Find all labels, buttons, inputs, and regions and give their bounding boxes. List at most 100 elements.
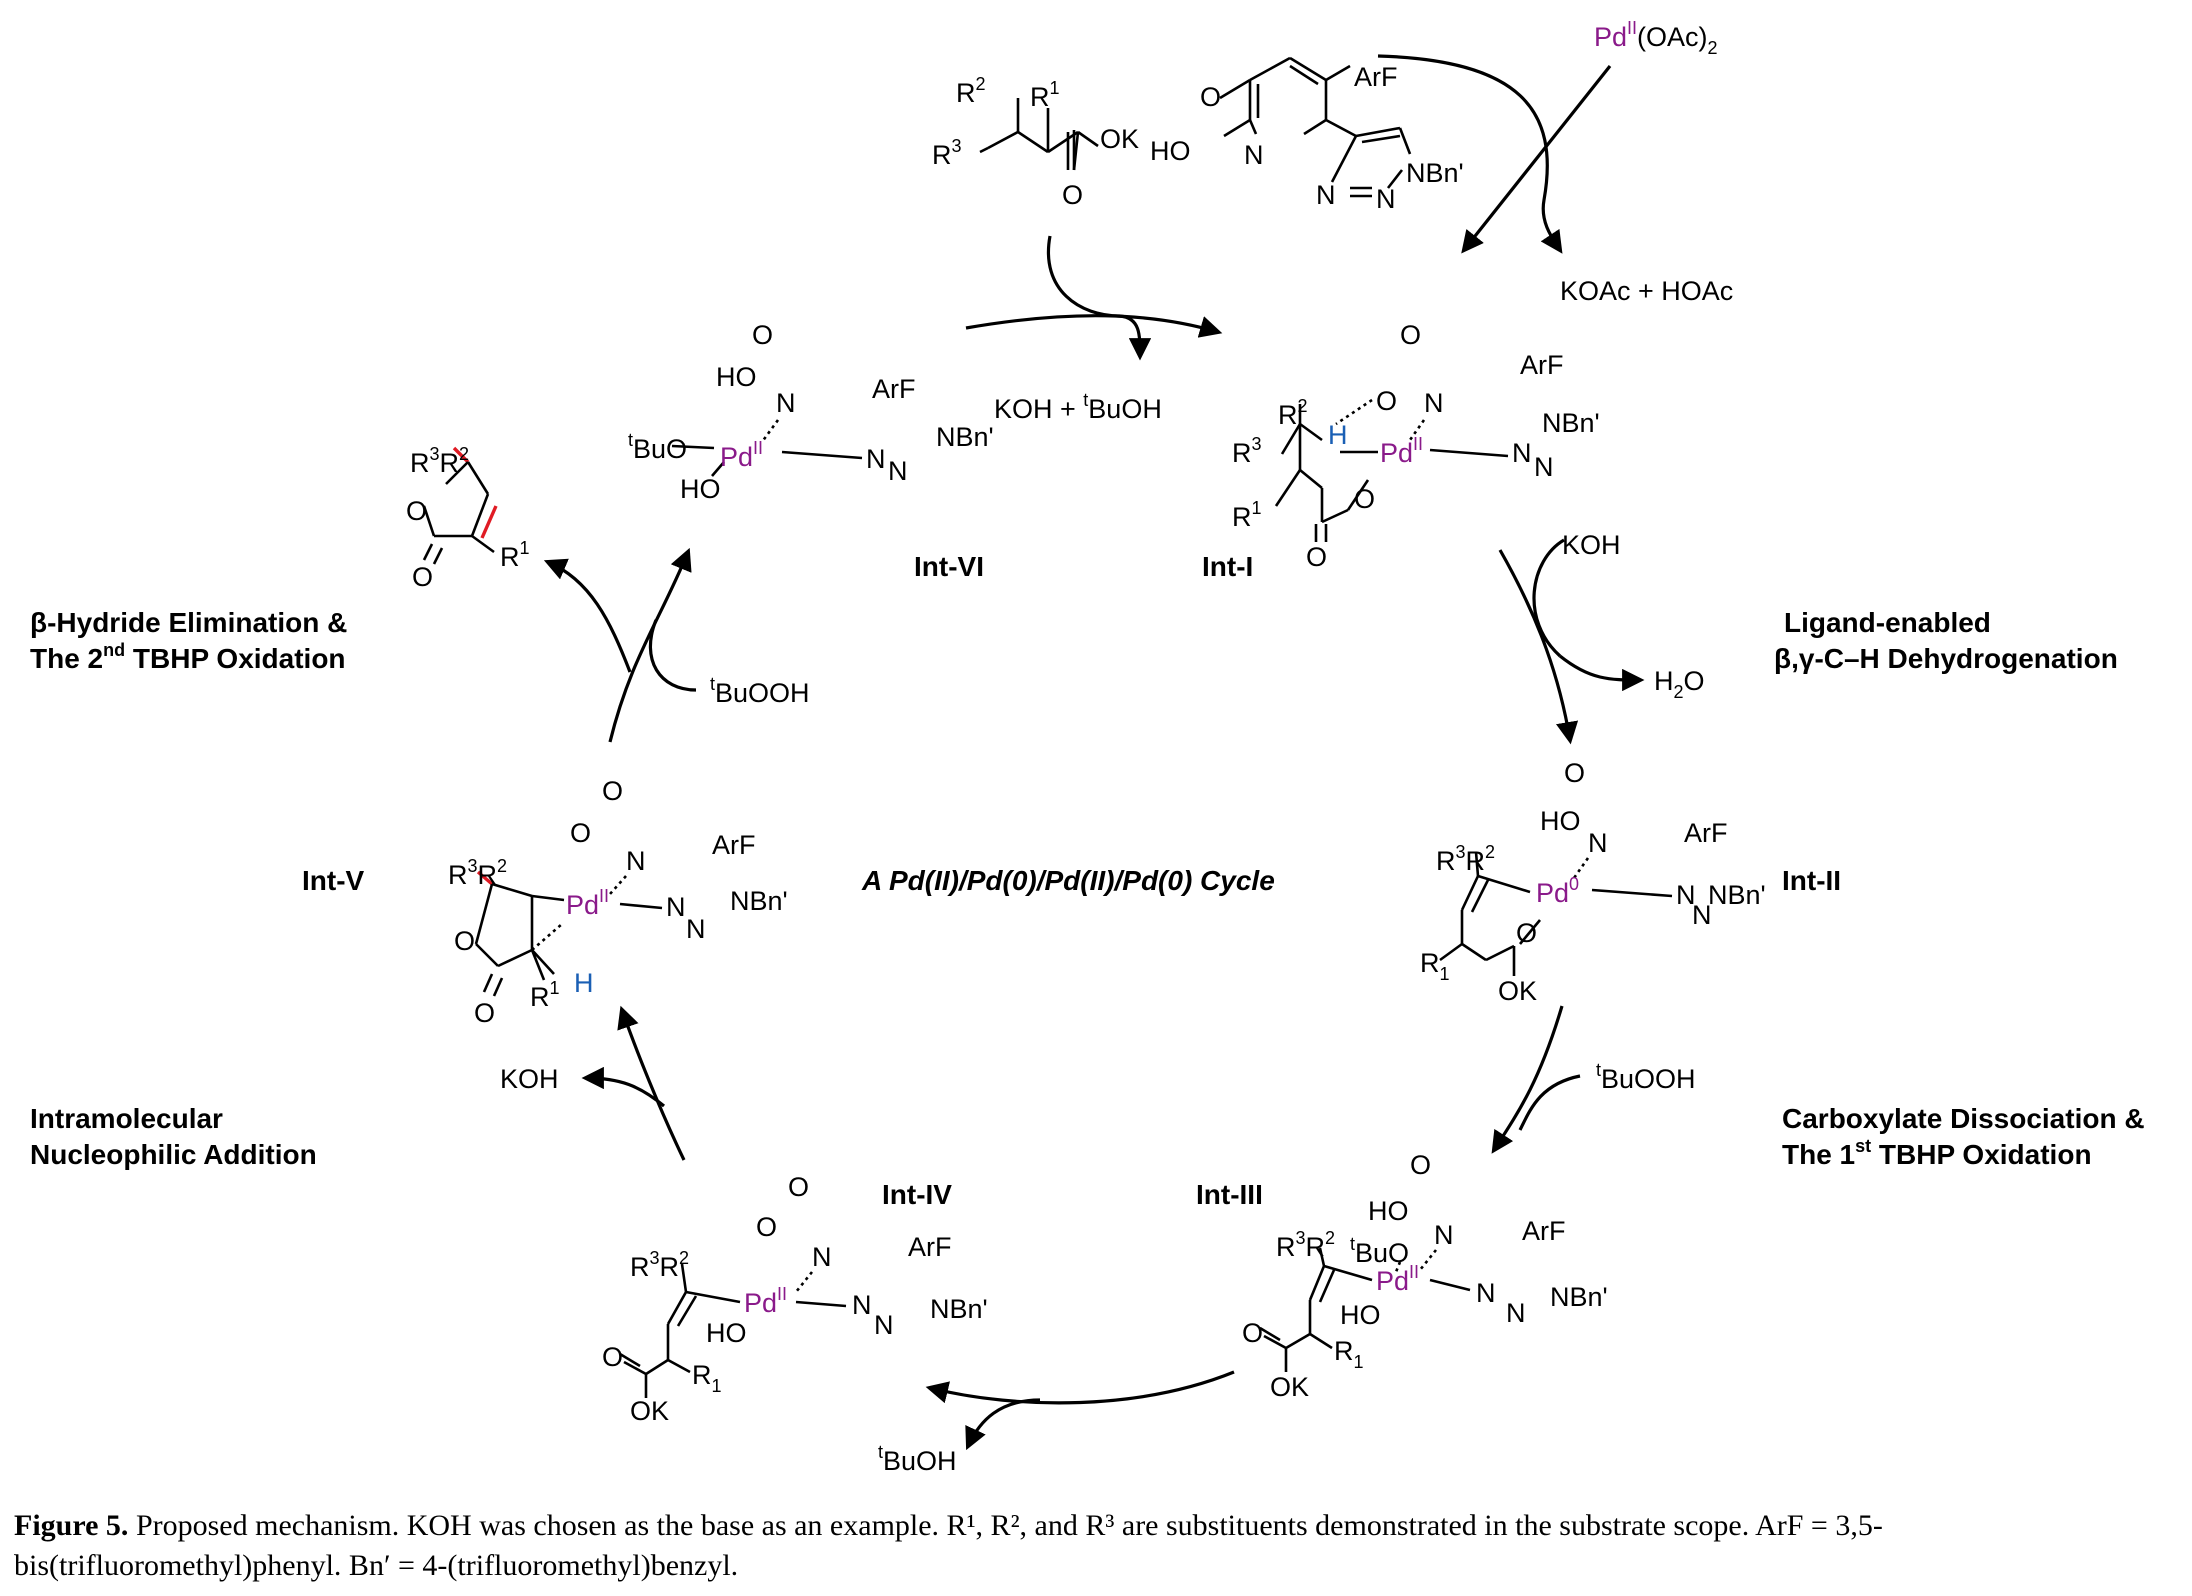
svg-text:N: N [1676,880,1696,910]
svg-text:R1: R1 [500,538,530,572]
svg-text:OK: OK [630,1396,669,1426]
svg-text:N: N [686,914,706,944]
svg-text:N: N [1588,828,1608,858]
svg-text:O: O [474,998,495,1028]
svg-text:NBn': NBn' [1406,158,1464,188]
svg-text:ArF: ArF [1522,1216,1566,1246]
svg-text:H2O: H2O [1654,666,1705,702]
svg-text:Pd0: Pd0 [1536,874,1579,908]
svg-text:N: N [1512,438,1532,468]
svg-text:N: N [666,892,686,922]
svg-text:N: N [1692,900,1712,930]
svg-text:ArF: ArF [872,374,916,404]
mechanism-scheme: R3 R2 R1 O OK HO N O ArF NBn' N N PdII(O… [30,18,2145,1476]
svg-text:O: O [788,1172,809,1202]
svg-text:NBn': NBn' [1542,408,1600,438]
svg-text:The 2nd TBHP Oxidation: The 2nd TBHP Oxidation [30,640,346,674]
svg-text:O: O [412,562,433,592]
butenolide-product [422,446,498,565]
svg-text:KOH: KOH [1562,530,1621,560]
int-vi-label: Int-VI [914,551,984,582]
int-i-label: Int-I [1202,551,1253,582]
svg-text:KOH: KOH [500,1064,559,1094]
svg-text:PdII: PdII [1376,1262,1419,1296]
svg-text:β-Hydride Elimination &: β-Hydride Elimination & [30,607,347,638]
svg-text:tBuOH: tBuOH [878,1442,957,1476]
svg-text:R3R2: R3R2 [630,1248,689,1282]
svg-text:R3: R3 [932,136,962,170]
figure-caption: Figure 5. Proposed mechanism. KOH was ch… [14,1506,2174,1586]
svg-text:R1: R1 [1030,78,1060,112]
svg-text:R2: R2 [1278,396,1308,430]
svg-text:Carboxylate Dissociation &: Carboxylate Dissociation & [1782,1103,2145,1134]
svg-text:N: N [852,1290,872,1320]
svg-text:R1: R1 [1420,948,1450,984]
svg-text:R1: R1 [1232,498,1262,532]
svg-text:PdII: PdII [1380,434,1423,468]
int-iii-label: Int-III [1196,1179,1263,1210]
svg-text:KOH + tBuOH: KOH + tBuOH [994,390,1162,424]
svg-text:N: N [888,456,908,486]
figure-caption-text: Proposed mechanism. KOH was chosen as th… [14,1509,1883,1582]
svg-text:N: N [866,444,886,474]
svg-text:O: O [1410,1150,1431,1180]
svg-text:O: O [1376,386,1397,416]
cycle-label: A Pd(II)/Pd(0)/Pd(II)/Pd(0) Cycle [861,865,1275,896]
svg-text:PdII: PdII [744,1284,787,1318]
svg-text:OK: OK [1498,976,1537,1006]
int-ii-label: Int-II [1782,865,1841,896]
svg-text:O: O [1062,180,1083,210]
svg-text:The 1st TBHP Oxidation: The 1st TBHP Oxidation [1782,1136,2092,1170]
svg-text:Nucleophilic Addition: Nucleophilic Addition [30,1139,317,1170]
svg-text:H: H [574,968,594,998]
svg-text:HO: HO [680,474,721,504]
svg-text:N: N [1476,1278,1496,1308]
svg-text:H: H [1328,420,1348,450]
int-iv-ligand [768,1130,978,1290]
svg-text:N: N [874,1310,894,1340]
svg-text:O: O [570,818,591,848]
svg-text:OK: OK [1270,1372,1309,1402]
svg-text:ArF: ArF [908,1232,952,1262]
svg-text:N: N [812,1242,832,1272]
substrate-acid-salt [979,98,1099,171]
svg-text:N: N [1534,452,1554,482]
svg-text:N: N [626,846,646,876]
svg-text:R3: R3 [1232,434,1262,468]
svg-text:R1: R1 [530,978,560,1012]
free-ligand [1219,56,1412,198]
svg-text:NBn': NBn' [936,422,994,452]
svg-text:PdII(OAc)2: PdII(OAc)2 [1594,18,1718,58]
svg-text:O: O [1400,320,1421,350]
svg-text:HO: HO [1150,136,1191,166]
svg-text:N: N [1316,180,1336,210]
svg-text:ArF: ArF [712,830,756,860]
svg-text:ArF: ArF [1684,818,1728,848]
svg-text:OK: OK [1100,124,1139,154]
svg-text:R3R2: R3R2 [1436,842,1495,876]
svg-text:NBn': NBn' [1550,1282,1608,1312]
svg-text:tBuOOH: tBuOOH [1596,1060,1696,1094]
svg-text:N: N [776,388,796,418]
svg-text:O: O [406,496,427,526]
svg-text:N: N [1424,388,1444,418]
svg-text:O: O [1564,758,1585,788]
svg-text:PdII: PdII [566,886,609,920]
svg-text:tBuO: tBuO [1350,1234,1409,1268]
svg-text:N: N [1244,140,1264,170]
svg-text:ArF: ArF [1354,62,1398,92]
svg-text:HO: HO [1368,1196,1409,1226]
int-v-ligand [582,734,792,894]
svg-text:O: O [1200,82,1221,112]
svg-text:O: O [1242,1318,1263,1348]
svg-text:O: O [756,1212,777,1242]
svg-text:O: O [454,926,475,956]
svg-text:NBn': NBn' [1708,880,1766,910]
int-iii-ligand [1390,1108,1600,1268]
svg-text:N: N [1434,1220,1454,1250]
svg-text:HO: HO [716,362,757,392]
int-v-label: Int-V [302,865,365,896]
svg-text:R3R2: R3R2 [410,444,469,478]
svg-text:HO: HO [1340,1300,1381,1330]
svg-text:N: N [1376,184,1396,214]
